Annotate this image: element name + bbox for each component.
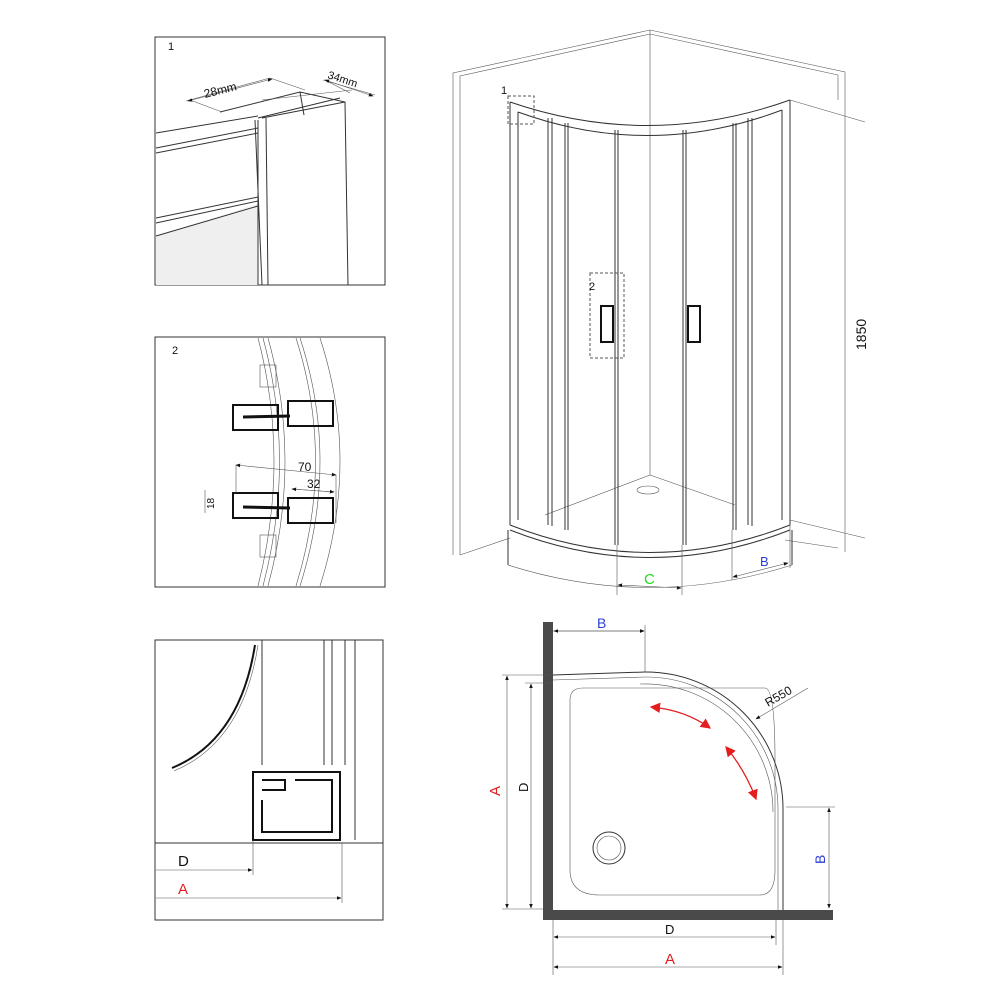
detail-2-number: 2: [172, 345, 178, 357]
dim-70: 70: [298, 460, 312, 474]
dim-32: 32: [307, 477, 321, 491]
door-swing-arrow-top: [649, 702, 712, 729]
dim-34mm: 34mm: [326, 69, 359, 90]
label-d-bottom: D: [665, 922, 674, 937]
door-roller-top: [232, 400, 334, 431]
door-handle-right: [687, 305, 701, 343]
enclosure-3d-view: 1 2 1850 C B: [452, 29, 869, 595]
wall-bottom: [543, 910, 833, 920]
detail-1-number: 1: [168, 41, 174, 53]
plan-view: R550 B A D B D A: [487, 615, 835, 975]
door-roller-bottom: [232, 492, 334, 524]
detail-2-panel: 2 70 32 18: [154, 336, 386, 588]
label-a-bottom: A: [665, 951, 675, 968]
label-b-top: B: [597, 615, 606, 631]
callout-2-label: 2: [589, 281, 595, 293]
detail-3-panel: D A: [154, 639, 384, 921]
label-a-left: A: [487, 786, 504, 796]
dim-28mm: 28mm: [202, 79, 238, 101]
label-d-left: D: [516, 783, 531, 792]
label-a: A: [178, 881, 188, 898]
detail-1-panel: 1 28mm 34mm: [154, 36, 386, 286]
door-swing-arrow-right: [725, 745, 758, 801]
label-b-side: B: [812, 855, 828, 864]
label-c: C: [644, 571, 655, 588]
height-1850: 1850: [853, 319, 869, 350]
callout-1-box: [507, 95, 535, 125]
dim-18: 18: [206, 497, 217, 509]
glass-panel: [156, 204, 258, 285]
callout-2-box: [589, 272, 625, 359]
wall-left: [543, 622, 553, 920]
label-d: D: [178, 853, 189, 870]
callout-1-label: 1: [501, 85, 507, 97]
label-b-3d: B: [760, 554, 769, 569]
door-handle-left: [600, 305, 614, 343]
